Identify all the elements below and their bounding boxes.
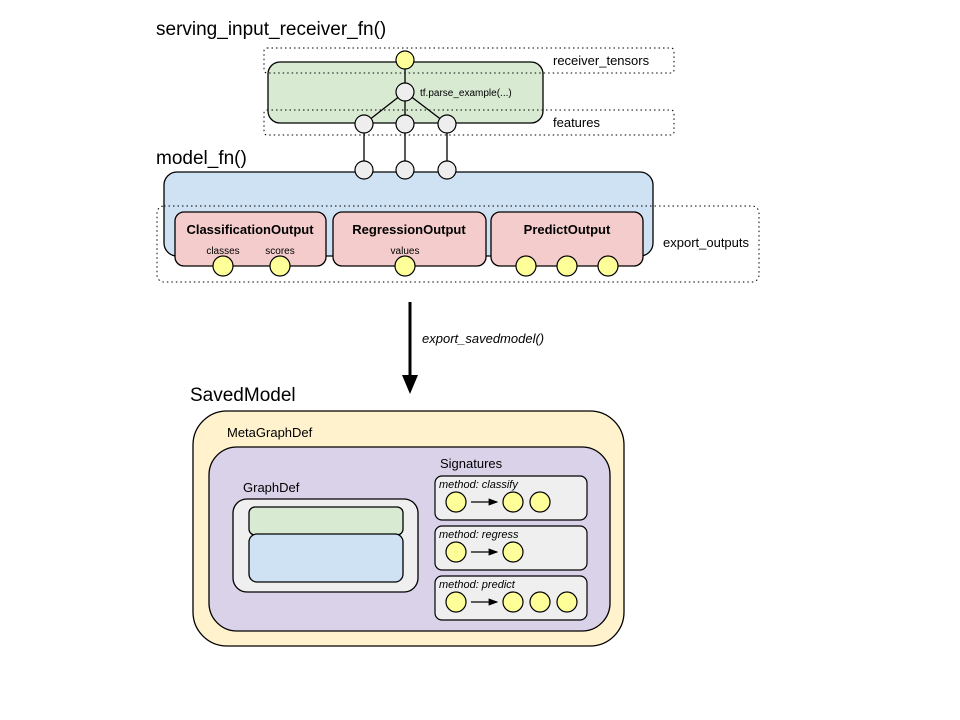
signature-method-label: method: classify	[439, 479, 519, 491]
model-input-node	[437, 160, 457, 180]
serving-fn-title: serving_input_receiver_fn()	[156, 19, 386, 40]
model-input-node	[395, 160, 415, 180]
graphdef-model-subgraph	[248, 533, 404, 583]
feature-node	[437, 114, 457, 134]
output-field-label: scores	[265, 246, 294, 257]
signature-method-label: method: predict	[439, 579, 516, 591]
savedmodel-title: SavedModel	[190, 385, 296, 406]
signature-method-label: method: regress	[439, 529, 519, 541]
signature-output-node	[502, 541, 524, 563]
output-tensor-node	[556, 255, 578, 277]
classification-output-box	[174, 211, 327, 267]
export-savedmodel-label: export_savedmodel()	[422, 331, 544, 346]
graphdef-label: GraphDef	[243, 480, 300, 495]
signature-output-node	[502, 591, 524, 613]
receiver-tensor-node	[395, 50, 415, 70]
signature-input-node	[445, 541, 467, 563]
export-outputs-label: export_outputs	[663, 235, 750, 250]
signature-output-node	[529, 591, 551, 613]
signature-input-node	[445, 591, 467, 613]
output-field-label: values	[391, 246, 420, 257]
signature-output-node	[556, 591, 578, 613]
model-input-node	[354, 160, 374, 180]
receiver-tensors-label: receiver_tensors	[553, 53, 650, 68]
regression-output-title: RegressionOutput	[352, 222, 466, 237]
output-tensor-node	[269, 255, 291, 277]
feature-node	[395, 114, 415, 134]
feature-node	[354, 114, 374, 134]
parse-example-node	[395, 82, 415, 102]
output-tensor-node	[597, 255, 619, 277]
parse-example-label: tf.parse_example(...)	[420, 88, 512, 99]
output-tensor-node	[212, 255, 234, 277]
model-fn-title: model_fn()	[156, 148, 247, 169]
output-field-label: classes	[206, 246, 239, 257]
export-outputs-group	[156, 205, 760, 283]
output-tensor-node	[515, 255, 537, 277]
signature-output-node	[529, 491, 551, 513]
graphdef-serving-subgraph	[248, 506, 404, 536]
signature-output-node	[502, 491, 524, 513]
predict-output-title: PredictOutput	[524, 222, 611, 237]
signatures-label: Signatures	[440, 456, 503, 471]
signatures-list: method: classify method: regress method: p…	[434, 475, 588, 621]
signature-input-node	[445, 491, 467, 513]
metagraphdef-label: MetaGraphDef	[227, 425, 313, 440]
export-arrow-head	[402, 375, 418, 394]
features-label: features	[553, 115, 600, 130]
output-tensor-node	[394, 255, 416, 277]
classification-output-title: ClassificationOutput	[186, 222, 314, 237]
